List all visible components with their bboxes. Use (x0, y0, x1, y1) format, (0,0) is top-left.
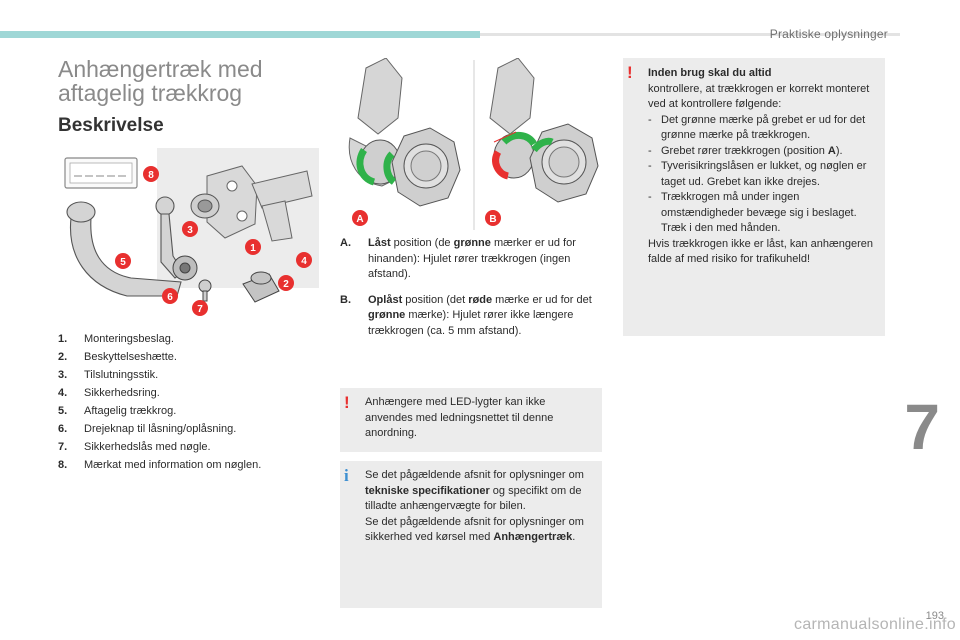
list-item: -Tyverisikringslåsen er lukket, og nøgle… (648, 160, 867, 188)
connection-socket (190, 193, 220, 219)
list-item: 5.Aftagelig trækkrog. (58, 405, 177, 417)
list-item: 3.Tilslutningsstik. (58, 369, 159, 381)
callout-2: 2 (278, 275, 294, 291)
page-number: 193 (925, 610, 944, 622)
warning-icon: ! (344, 393, 350, 412)
info-icon: i (344, 466, 349, 485)
section-subtitle: Beskrivelse (58, 115, 164, 136)
svg-text:6: 6 (167, 292, 173, 303)
locking-knob (172, 255, 198, 281)
svg-text:4: 4 (301, 256, 307, 267)
list-item: 8.Mærkat med information om nøglen. (58, 459, 262, 471)
figure-b-unlocked (489, 58, 599, 203)
callout-5: 5 (115, 253, 131, 269)
list-item: 1.Monteringsbeslag. (58, 333, 174, 345)
list-item: 6.Drejeknap til låsning/oplåsning. (58, 423, 237, 435)
list-item: 7.Sikkerhedslås med nøgle. (58, 441, 211, 453)
warning-icon: ! (627, 63, 633, 82)
security-lock-key (198, 279, 212, 302)
watermark: carmanualsonline.info (794, 616, 956, 633)
header-rule (480, 33, 900, 36)
svg-text:A: A (356, 214, 363, 225)
removable-tow-hook (66, 196, 184, 297)
led-warning-note: ! Anhængere med LED-lygter kan ikke anve… (340, 388, 602, 452)
page-title-line2: aftagelig trækkrog (58, 80, 243, 106)
parts-list: 1.Monteringsbeslag. 2.Beskyttelseshætte.… (58, 330, 261, 474)
header-accent-bar (0, 31, 480, 38)
position-b-description: B. Oplåst position (det røde mærke er ud… (340, 293, 592, 337)
callout-8: 8 (143, 166, 159, 182)
callout-markers: 8 3 1 5 4 2 6 7 (115, 166, 312, 316)
mounting-bracket (206, 165, 313, 242)
callout-3: 3 (182, 221, 198, 237)
specifications-info-note: i Se det pågældende afsnit for oplysning… (340, 461, 602, 608)
list-item: -Trækkrogen må under ingen omstændighede… (648, 191, 857, 234)
list-item: 2.Beskyttelseshætte. (58, 351, 177, 363)
list-item: 4.Sikkerhedsring. (58, 387, 160, 399)
led-warning-text: Anhængere med LED-lygter kan ikke anvend… (365, 396, 554, 439)
callout-1: 1 (245, 239, 261, 255)
key-label-sticker (64, 157, 138, 189)
page-title: Anhængertræk med aftagelig trækkrog (58, 57, 308, 105)
pre-use-warning-text: Inden brug skal du altid kontrollere, at… (648, 66, 877, 268)
callout-6: 6 (162, 288, 178, 304)
info-text: Se det pågældende afsnit for oplysninger… (365, 469, 584, 543)
position-a-description: A. Låst position (de grønne mærker er ud… (340, 237, 576, 280)
pre-use-warning-note: ! Inden brug skal du altid kontrollere, … (623, 58, 885, 336)
lock-positions-illustration: A B (348, 58, 599, 230)
section-header: Praktiske oplysninger (769, 27, 888, 41)
svg-text:8: 8 (148, 170, 154, 181)
towbar-components-illustration: 8 3 1 5 4 2 6 7 (64, 148, 319, 316)
svg-text:3: 3 (187, 225, 193, 236)
page-title-line1: Anhængertræk med (58, 56, 263, 82)
list-item: -Det grønne mærke på grebet er ud for de… (648, 113, 866, 142)
svg-text:7: 7 (197, 304, 203, 315)
warning-heading: Inden brug skal du altid (648, 67, 772, 79)
figure-a-locked (348, 58, 461, 207)
svg-text:5: 5 (120, 257, 126, 268)
figure-label-a: A (352, 210, 368, 226)
protective-cap (242, 271, 280, 303)
svg-text:B: B (489, 214, 496, 225)
callout-7: 7 (192, 300, 208, 316)
chapter-number: 7 (904, 391, 940, 463)
svg-text:2: 2 (283, 279, 289, 290)
svg-text:1: 1 (250, 243, 256, 254)
figure-label-b: B (485, 210, 501, 226)
callout-4: 4 (296, 252, 312, 268)
list-item: -Grebet rører trækkrogen (position A). (648, 144, 843, 157)
position-descriptions: A. Låst position (de grønne mærker er ud… (340, 236, 605, 349)
